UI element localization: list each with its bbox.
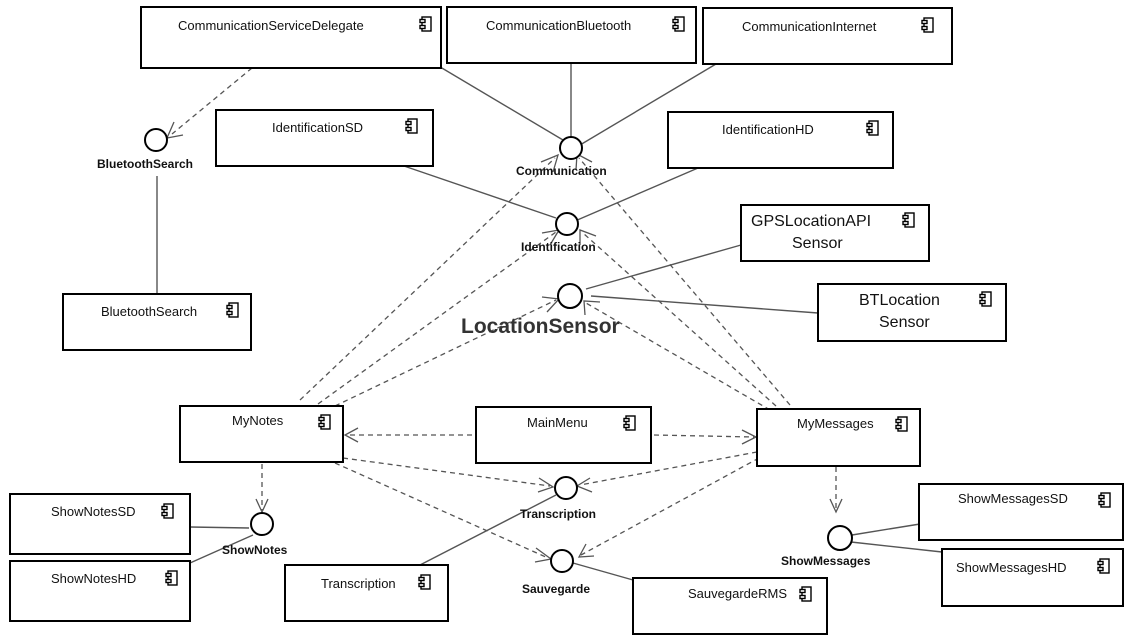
assoc-identificationhd-identification	[574, 167, 699, 222]
interface-bluetooth-search[interactable]: BluetoothSearch	[97, 128, 193, 171]
component-gps-location-api[interactable]: GPSLocationAPI Sensor	[740, 204, 930, 262]
dep-mainmenu-mymessages	[653, 434, 755, 438]
interface-identification[interactable]: Identification	[521, 212, 596, 254]
svg-text:Identification: Identification	[521, 240, 596, 254]
dep-mymessages-communication	[578, 157, 791, 406]
connectors	[156, 54, 943, 581]
interface-show-notes[interactable]: ShowNotes	[222, 512, 288, 557]
assoc-identificationsd-identification	[403, 165, 557, 219]
component-icon	[418, 574, 431, 590]
svg-text:ShowNotes: ShowNotes	[222, 543, 288, 557]
component-icon	[623, 415, 636, 431]
component-icon	[419, 16, 432, 32]
assoc-sauvegarderms-sauvegarde	[572, 562, 634, 581]
svg-text:ShowNotesSD: ShowNotesSD	[51, 504, 136, 519]
component-main-menu[interactable]: MainMenu	[475, 406, 652, 464]
svg-text:Communication: Communication	[516, 164, 607, 178]
svg-text:MyNotes: MyNotes	[232, 413, 284, 428]
svg-text:Transcription: Transcription	[520, 507, 596, 521]
component-icon	[165, 570, 178, 586]
assoc-shownoteshd-shownotes	[189, 534, 254, 564]
component-communication-internet[interactable]: CommunicationInternet	[702, 7, 953, 65]
component-bt-location[interactable]: BTLocation Sensor	[817, 283, 1007, 342]
dep-mymessages-transcription	[579, 451, 758, 486]
svg-text:LocationSensor: LocationSensor	[461, 315, 620, 338]
component-identification-sd[interactable]: IdentificationSD	[215, 109, 434, 167]
component-my-notes[interactable]: MyNotes	[179, 405, 344, 463]
component-icon	[1098, 492, 1111, 508]
component-transcription[interactable]: Transcription	[284, 564, 449, 622]
assoc-gps-locationsensor	[585, 244, 742, 290]
dep-mymessages-identification	[582, 232, 777, 407]
assoc-transcription	[419, 494, 557, 566]
dep-mynotes-identification	[317, 231, 557, 405]
component-my-messages[interactable]: MyMessages	[756, 408, 921, 467]
svg-text:Sensor: Sensor	[792, 235, 843, 252]
svg-text:ShowMessagesHD: ShowMessagesHD	[956, 560, 1067, 575]
dep-mymessages-sauvegarde	[580, 457, 760, 556]
interface-transcription[interactable]: Transcription	[520, 476, 596, 521]
component-icon	[895, 416, 908, 432]
component-icon	[318, 414, 331, 430]
interface-show-messages[interactable]: ShowMessages	[781, 525, 871, 568]
svg-text:BTLocation: BTLocation	[859, 292, 940, 309]
assoc-btlocation-locationsensor	[590, 295, 819, 314]
assoc-shownotessd-shownotes	[189, 526, 250, 529]
interface-sauvegarde[interactable]: Sauvegarde	[522, 549, 590, 596]
component-sauvegarde-rms[interactable]: SauvegardeRMS	[632, 577, 828, 635]
svg-text:Sensor: Sensor	[879, 314, 930, 331]
svg-text:Transcription: Transcription	[321, 576, 396, 591]
svg-text:MyMessages: MyMessages	[797, 416, 874, 431]
component-identification-hd[interactable]: IdentificationHD	[667, 111, 894, 169]
svg-text:BluetoothSearch: BluetoothSearch	[101, 304, 197, 319]
component-icon	[161, 503, 174, 519]
component-icon	[921, 17, 934, 33]
assoc-commbluetooth-communication	[419, 54, 564, 141]
svg-text:BluetoothSearch: BluetoothSearch	[97, 157, 193, 171]
component-icon	[902, 212, 915, 228]
component-icon	[672, 16, 685, 32]
svg-text:IdentificationSD: IdentificationSD	[272, 120, 363, 135]
dep-mynotes-locationsensor	[334, 299, 557, 407]
dep-mynotes-transcription	[342, 457, 551, 487]
svg-text:ShowMessages: ShowMessages	[781, 554, 871, 568]
component-communication-service-delegate[interactable]: CommunicationServiceDelegate	[140, 6, 442, 69]
component-show-notes-sd[interactable]: ShowNotesSD	[9, 493, 191, 555]
component-show-notes-hd[interactable]: ShowNotesHD	[9, 560, 191, 622]
dep-mynotes-sauvegarde	[334, 462, 549, 559]
component-icon	[226, 302, 239, 318]
component-show-messages-hd[interactable]: ShowMessagesHD	[941, 548, 1124, 607]
svg-text:CommunicationBluetooth: CommunicationBluetooth	[486, 18, 631, 33]
component-icon	[405, 118, 418, 134]
component-icon	[799, 586, 812, 602]
component-icon	[1097, 558, 1110, 574]
svg-text:GPSLocationAPI: GPSLocationAPI	[751, 213, 871, 230]
component-communication-bluetooth[interactable]: CommunicationBluetooth	[446, 6, 697, 64]
interface-location-sensor[interactable]: LocationSensor	[461, 283, 620, 338]
component-icon	[866, 120, 879, 136]
component-icon	[979, 291, 992, 307]
assoc-showmessagessd-showmessages	[851, 523, 921, 536]
svg-text:IdentificationHD: IdentificationHD	[722, 122, 814, 137]
component-bluetooth-search[interactable]: BluetoothSearch	[62, 293, 252, 351]
svg-text:CommunicationInternet: CommunicationInternet	[742, 19, 877, 34]
svg-text:SauvegardeRMS: SauvegardeRMS	[688, 586, 787, 601]
svg-text:CommunicationServiceDelegate: CommunicationServiceDelegate	[178, 18, 364, 33]
svg-text:ShowNotesHD: ShowNotesHD	[51, 571, 136, 586]
dep-mynotes-communication	[299, 157, 556, 401]
assoc-showmessageshd-showmessages	[850, 541, 943, 553]
svg-text:MainMenu: MainMenu	[527, 415, 588, 430]
interface-communication[interactable]: Communication	[516, 136, 607, 178]
svg-text:ShowMessagesSD: ShowMessagesSD	[958, 491, 1068, 506]
assoc-comminternet-communication	[579, 63, 717, 146]
svg-text:Sauvegarde: Sauvegarde	[522, 582, 590, 596]
component-show-messages-sd[interactable]: ShowMessagesSD	[918, 483, 1124, 541]
